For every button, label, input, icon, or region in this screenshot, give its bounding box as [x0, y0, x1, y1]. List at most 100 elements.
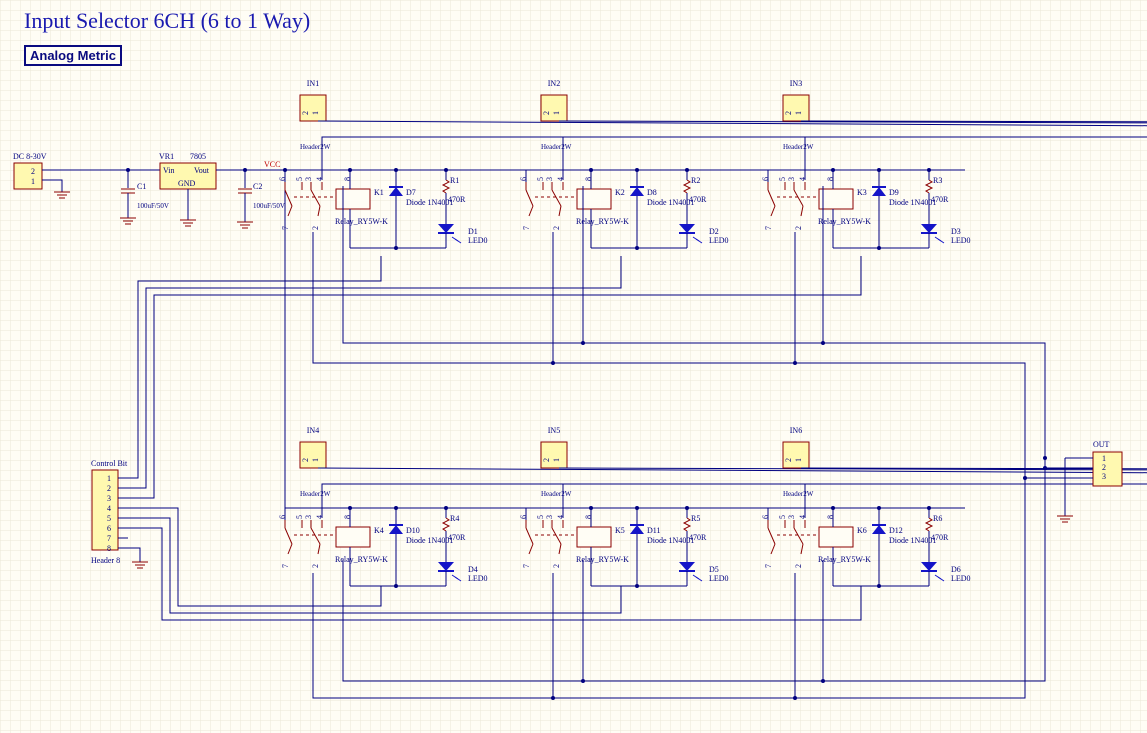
- input-pin: 2: [301, 458, 310, 462]
- junction-dot: [793, 361, 797, 365]
- resistor-ref-R1: R1: [450, 176, 459, 185]
- bus-left: [342, 186, 1046, 682]
- input-connector-type: Header2W: [300, 490, 331, 498]
- resistor-R4: [441, 517, 451, 532]
- junction-dot: [551, 696, 555, 700]
- relay-switch-arm: [551, 189, 562, 207]
- led-D1: [438, 224, 454, 233]
- out-label: OUT: [1093, 440, 1110, 449]
- diode-type: Diode 1N4001: [647, 198, 694, 207]
- junction-dot: [831, 506, 835, 510]
- c1-ref: C1: [137, 182, 146, 191]
- resistor-R2: [682, 179, 692, 194]
- flyback-diode-D10: [389, 525, 403, 534]
- led-ref-D2: D2: [709, 227, 719, 236]
- relay-switch-arm: [310, 189, 321, 207]
- relay-pin: 2: [552, 226, 561, 230]
- junction-dot: [444, 168, 448, 172]
- vr-pin-gnd: GND: [178, 179, 196, 188]
- signal-wire: [317, 120, 1147, 180]
- input-connector-IN5: [540, 441, 568, 469]
- relay-pin: 3: [787, 177, 796, 181]
- led-type: LED0: [951, 236, 971, 245]
- relay-contact: [770, 543, 776, 555]
- relay-switch-arm: [525, 189, 534, 207]
- input-connector-type: Header2W: [783, 490, 814, 498]
- control-wire-6: [128, 527, 862, 621]
- input-connector-IN4: [299, 441, 327, 469]
- diode-ref-D11: D11: [647, 526, 660, 535]
- led-ref-D6: D6: [951, 565, 961, 574]
- relay-pin: 5: [295, 177, 304, 181]
- control-bit-pin-2: 2: [107, 484, 111, 493]
- resistor-value: 470R: [448, 533, 466, 542]
- control-bit-pin-6: 6: [107, 524, 111, 533]
- control-bit-footer: Header 8: [91, 556, 120, 565]
- led-ray: [937, 576, 945, 582]
- vr-pin-in: Vin: [163, 166, 175, 175]
- input-connector-type: Header2W: [541, 490, 572, 498]
- led-D5: [679, 562, 695, 571]
- junction-dot: [685, 506, 689, 510]
- flyback-diode-D11: [630, 525, 644, 534]
- relay-switch-arm: [525, 527, 534, 545]
- junction-dot: [348, 506, 352, 510]
- junction-dot: [877, 168, 881, 172]
- relay-type: Relay_RY5W-K: [818, 217, 871, 226]
- relay-pin: 8: [826, 515, 835, 519]
- relay-pin: 2: [552, 564, 561, 568]
- junction-dot: [877, 506, 881, 510]
- resistor-value: 470R: [448, 195, 466, 204]
- relay-ref-K5: K5: [615, 526, 625, 535]
- led-ray: [454, 238, 462, 244]
- relay-pin: 3: [545, 515, 554, 519]
- led-type: LED0: [709, 574, 729, 583]
- relay-type: Relay_RY5W-K: [335, 217, 388, 226]
- relay-contact: [558, 205, 562, 217]
- junction-dot: [793, 696, 797, 700]
- relay-coil-K1: [335, 188, 371, 210]
- junction-dot: [877, 584, 881, 588]
- relay-pin: 7: [764, 226, 773, 230]
- relay-type: Relay_RY5W-K: [576, 217, 629, 226]
- input-label-IN4: IN4: [307, 426, 319, 435]
- led-ref-D1: D1: [468, 227, 478, 236]
- led-ray: [937, 238, 945, 244]
- junction-dot: [635, 584, 639, 588]
- control-ground-wire: [128, 547, 141, 556]
- input-label-IN2: IN2: [548, 79, 560, 88]
- signal-wire: [800, 467, 1147, 518]
- relay-switch-arm: [793, 527, 804, 545]
- relay-pin: 7: [522, 226, 531, 230]
- relay-pin: 7: [281, 226, 290, 230]
- diode-type: Diode 1N4001: [647, 536, 694, 545]
- relay-pin: 6: [519, 515, 528, 519]
- control-bit-pin-3: 3: [107, 494, 111, 503]
- input-pin: 2: [301, 111, 310, 115]
- input-connector-type: Header2W: [541, 143, 572, 151]
- relay-pin: 2: [311, 564, 320, 568]
- diode-type: Diode 1N4001: [406, 198, 453, 207]
- relay-pin: 4: [556, 515, 565, 519]
- led-type: LED0: [951, 574, 971, 583]
- flyback-diode-D7: [389, 187, 403, 196]
- diode-ref-D8: D8: [647, 188, 657, 197]
- led-ref-D5: D5: [709, 565, 719, 574]
- bus-right: [312, 232, 1026, 699]
- relay-pin: 8: [343, 177, 352, 181]
- junction-dot: [589, 168, 593, 172]
- input-label-IN3: IN3: [790, 79, 802, 88]
- out-pin-2: 2: [1102, 463, 1106, 472]
- junction-dot: [394, 246, 398, 250]
- diode-type: Diode 1N4001: [889, 198, 936, 207]
- led-ray: [454, 576, 462, 582]
- diode-type: Diode 1N4001: [406, 536, 453, 545]
- relay-contact: [317, 543, 321, 555]
- junction-dot: [635, 168, 639, 172]
- relay-ref-K3: K3: [857, 188, 867, 197]
- control-bit-pin-4: 4: [107, 504, 111, 513]
- junction-dot: [685, 168, 689, 172]
- signal-wire: [558, 120, 1147, 180]
- control-bit-pin-8: 8: [107, 544, 111, 553]
- relay-ref-K4: K4: [374, 526, 384, 535]
